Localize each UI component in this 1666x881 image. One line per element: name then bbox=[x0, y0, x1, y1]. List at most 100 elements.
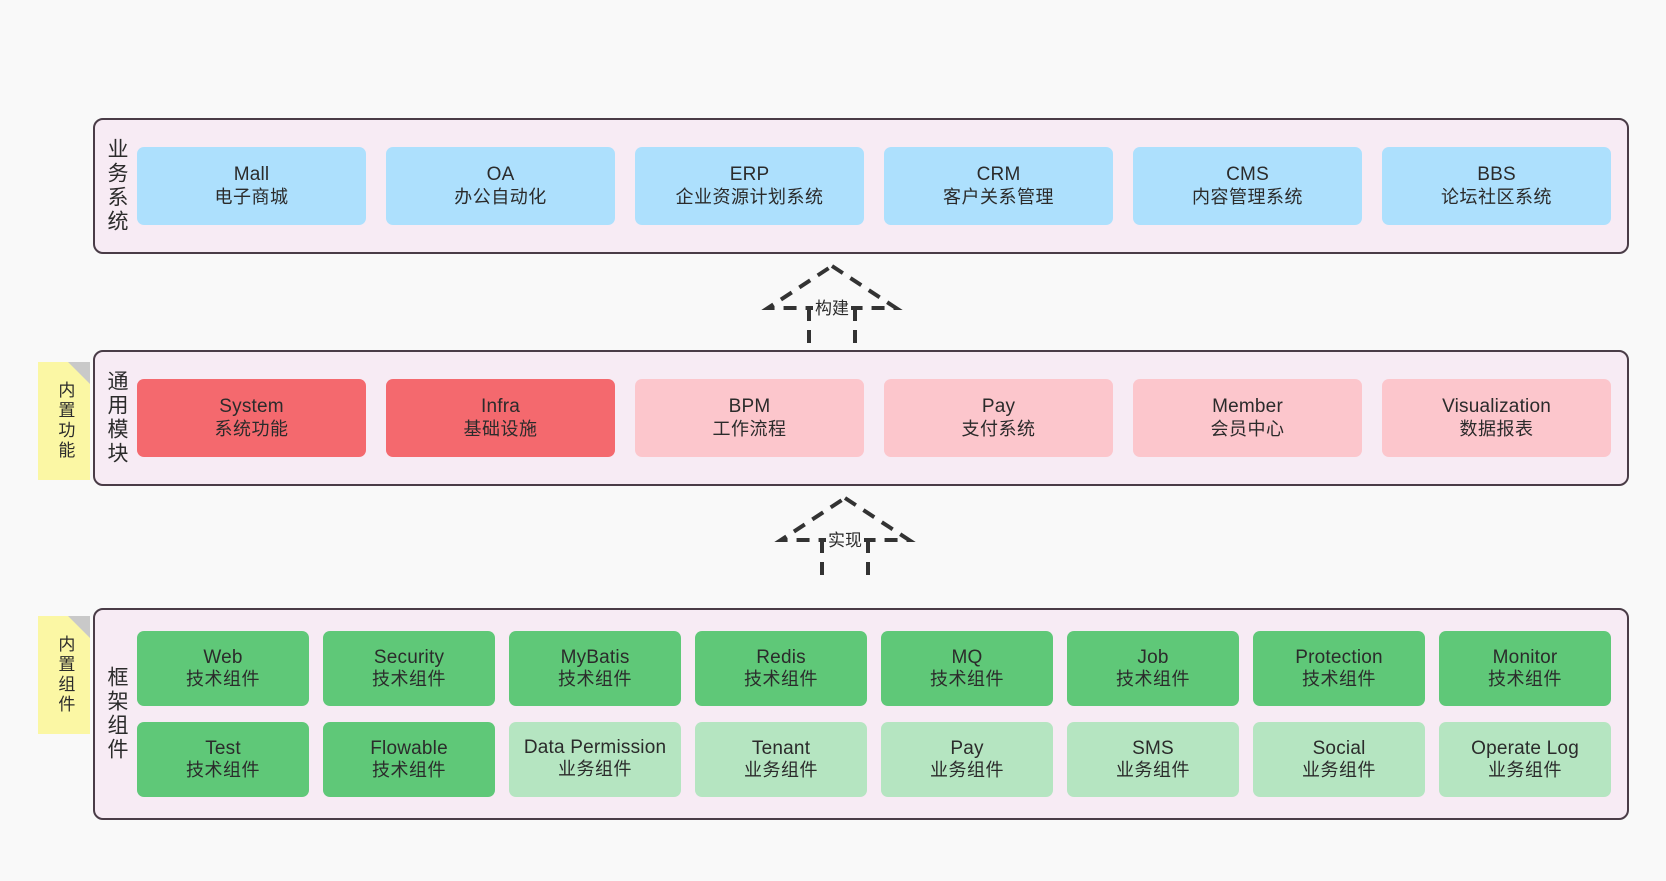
card-title: Social bbox=[1312, 737, 1366, 759]
note-builtin-components: 内置组件 bbox=[38, 616, 90, 734]
card-subtitle: 业务组件 bbox=[1302, 760, 1377, 781]
card-subtitle: 支付系统 bbox=[961, 418, 1036, 439]
layer-caption-business-systems: 业务系统 bbox=[105, 138, 129, 234]
arrow-stem bbox=[820, 540, 870, 580]
card-subtitle: 业务组件 bbox=[1116, 760, 1191, 781]
card-sms[interactable]: SMS 业务组件 bbox=[1067, 722, 1240, 797]
card-pay-component[interactable]: Pay 业务组件 bbox=[881, 722, 1054, 797]
card-subtitle: 技术组件 bbox=[744, 669, 819, 690]
card-flowable[interactable]: Flowable 技术组件 bbox=[323, 722, 496, 797]
card-subtitle: 基础设施 bbox=[463, 418, 538, 439]
folded-corner-icon bbox=[68, 616, 90, 638]
connector-build: 构建 bbox=[757, 262, 907, 348]
card-title: Data Permission bbox=[523, 737, 667, 759]
card-bbs[interactable]: BBS 论坛社区系统 bbox=[1382, 147, 1612, 225]
card-title: System bbox=[219, 396, 284, 418]
card-row: Web 技术组件 Security 技术组件 MyBatis 技术组件 Redi… bbox=[137, 631, 1612, 706]
card-subtitle: 业务组件 bbox=[744, 760, 819, 781]
card-title: Pay bbox=[981, 396, 1016, 418]
card-subtitle: 技术组件 bbox=[558, 669, 633, 690]
card-operate-log[interactable]: Operate Log 业务组件 bbox=[1439, 722, 1612, 797]
layer-common-modules: 通用模块 System 系统功能 Infra 基础设施 BPM 工作流程 Pay… bbox=[93, 350, 1629, 486]
card-mq[interactable]: MQ 技术组件 bbox=[881, 631, 1054, 706]
card-subtitle: 技术组件 bbox=[1302, 669, 1377, 690]
card-title: CMS bbox=[1226, 164, 1269, 186]
card-subtitle: 业务组件 bbox=[558, 758, 633, 779]
card-title: BPM bbox=[728, 396, 771, 418]
card-subtitle: 技术组件 bbox=[372, 760, 447, 781]
note-text: 内置功能 bbox=[55, 381, 75, 461]
card-social[interactable]: Social 业务组件 bbox=[1253, 722, 1426, 797]
card-test[interactable]: Test 技术组件 bbox=[137, 722, 310, 797]
card-subtitle: 论坛社区系统 bbox=[1441, 186, 1553, 207]
card-infra[interactable]: Infra 基础设施 bbox=[386, 379, 616, 457]
card-subtitle: 办公自动化 bbox=[454, 186, 547, 207]
card-monitor[interactable]: Monitor 技术组件 bbox=[1439, 631, 1612, 706]
card-subtitle: 技术组件 bbox=[930, 669, 1005, 690]
card-row: Test 技术组件 Flowable 技术组件 Data Permission … bbox=[137, 722, 1612, 797]
card-title: SMS bbox=[1132, 737, 1174, 759]
card-subtitle: 会员中心 bbox=[1210, 418, 1285, 439]
connector-label: 实现 bbox=[826, 526, 864, 551]
card-title: MQ bbox=[951, 646, 983, 668]
layer-framework-components: 框架组件 Web 技术组件 Security 技术组件 MyBatis 技术组件… bbox=[93, 608, 1629, 820]
card-subtitle: 电子商城 bbox=[214, 186, 289, 207]
card-subtitle: 内容管理系统 bbox=[1192, 186, 1304, 207]
card-visualization[interactable]: Visualization 数据报表 bbox=[1382, 379, 1612, 457]
card-redis[interactable]: Redis 技术组件 bbox=[695, 631, 868, 706]
card-protection[interactable]: Protection 技术组件 bbox=[1253, 631, 1426, 706]
card-subtitle: 业务组件 bbox=[1488, 760, 1563, 781]
card-data-permission[interactable]: Data Permission 业务组件 bbox=[509, 722, 682, 797]
card-subtitle: 技术组件 bbox=[186, 760, 261, 781]
card-subtitle: 系统功能 bbox=[214, 418, 289, 439]
card-subtitle: 客户关系管理 bbox=[943, 186, 1055, 207]
card-mall[interactable]: Mall 电子商城 bbox=[137, 147, 367, 225]
card-title: ERP bbox=[729, 164, 770, 186]
connector-label: 构建 bbox=[813, 294, 851, 319]
card-title: Mall bbox=[233, 164, 270, 186]
card-title: BBS bbox=[1477, 164, 1516, 186]
card-subtitle: 技术组件 bbox=[186, 669, 261, 690]
card-title: Member bbox=[1212, 396, 1283, 418]
card-web[interactable]: Web 技术组件 bbox=[137, 631, 310, 706]
note-text: 内置组件 bbox=[55, 635, 75, 715]
card-subtitle: 工作流程 bbox=[712, 418, 787, 439]
card-system[interactable]: System 系统功能 bbox=[137, 379, 367, 457]
card-title: Pay bbox=[950, 737, 984, 759]
layer-business-systems: 业务系统 Mall 电子商城 OA 办公自动化 ERP 企业资源计划系统 CRM… bbox=[93, 118, 1629, 254]
card-title: Monitor bbox=[1492, 646, 1558, 668]
card-title: Tenant bbox=[751, 737, 811, 759]
card-cms[interactable]: CMS 内容管理系统 bbox=[1133, 147, 1363, 225]
card-crm[interactable]: CRM 客户关系管理 bbox=[884, 147, 1114, 225]
card-title: Test bbox=[205, 737, 241, 759]
connector-implement: 实现 bbox=[770, 494, 920, 580]
card-subtitle: 企业资源计划系统 bbox=[675, 186, 824, 207]
card-title: OA bbox=[486, 164, 515, 186]
layer-body-common-modules: System 系统功能 Infra 基础设施 BPM 工作流程 Pay 支付系统… bbox=[133, 352, 1627, 484]
card-erp[interactable]: ERP 企业资源计划系统 bbox=[635, 147, 865, 225]
layer-body-framework-components: Web 技术组件 Security 技术组件 MyBatis 技术组件 Redi… bbox=[133, 610, 1627, 818]
card-title: Operate Log bbox=[1471, 737, 1579, 759]
card-job[interactable]: Job 技术组件 bbox=[1067, 631, 1240, 706]
card-title: Redis bbox=[756, 646, 806, 668]
folded-corner-icon bbox=[68, 362, 90, 384]
card-member[interactable]: Member 会员中心 bbox=[1133, 379, 1363, 457]
card-subtitle: 技术组件 bbox=[372, 669, 447, 690]
arrow-stem bbox=[807, 308, 857, 348]
card-title: Security bbox=[373, 646, 445, 668]
card-row: System 系统功能 Infra 基础设施 BPM 工作流程 Pay 支付系统… bbox=[137, 379, 1612, 457]
card-title: Infra bbox=[481, 396, 521, 418]
card-title: CRM bbox=[976, 164, 1021, 186]
layer-body-business-systems: Mall 电子商城 OA 办公自动化 ERP 企业资源计划系统 CRM 客户关系… bbox=[133, 120, 1627, 252]
card-subtitle: 业务组件 bbox=[930, 760, 1005, 781]
card-pay[interactable]: Pay 支付系统 bbox=[884, 379, 1114, 457]
card-security[interactable]: Security 技术组件 bbox=[323, 631, 496, 706]
card-tenant[interactable]: Tenant 业务组件 bbox=[695, 722, 868, 797]
card-subtitle: 技术组件 bbox=[1488, 669, 1563, 690]
card-mybatis[interactable]: MyBatis 技术组件 bbox=[509, 631, 682, 706]
layer-caption-common-modules: 通用模块 bbox=[105, 370, 129, 466]
card-oa[interactable]: OA 办公自动化 bbox=[386, 147, 616, 225]
card-bpm[interactable]: BPM 工作流程 bbox=[635, 379, 865, 457]
card-subtitle: 数据报表 bbox=[1459, 418, 1534, 439]
card-row: Mall 电子商城 OA 办公自动化 ERP 企业资源计划系统 CRM 客户关系… bbox=[137, 147, 1612, 225]
